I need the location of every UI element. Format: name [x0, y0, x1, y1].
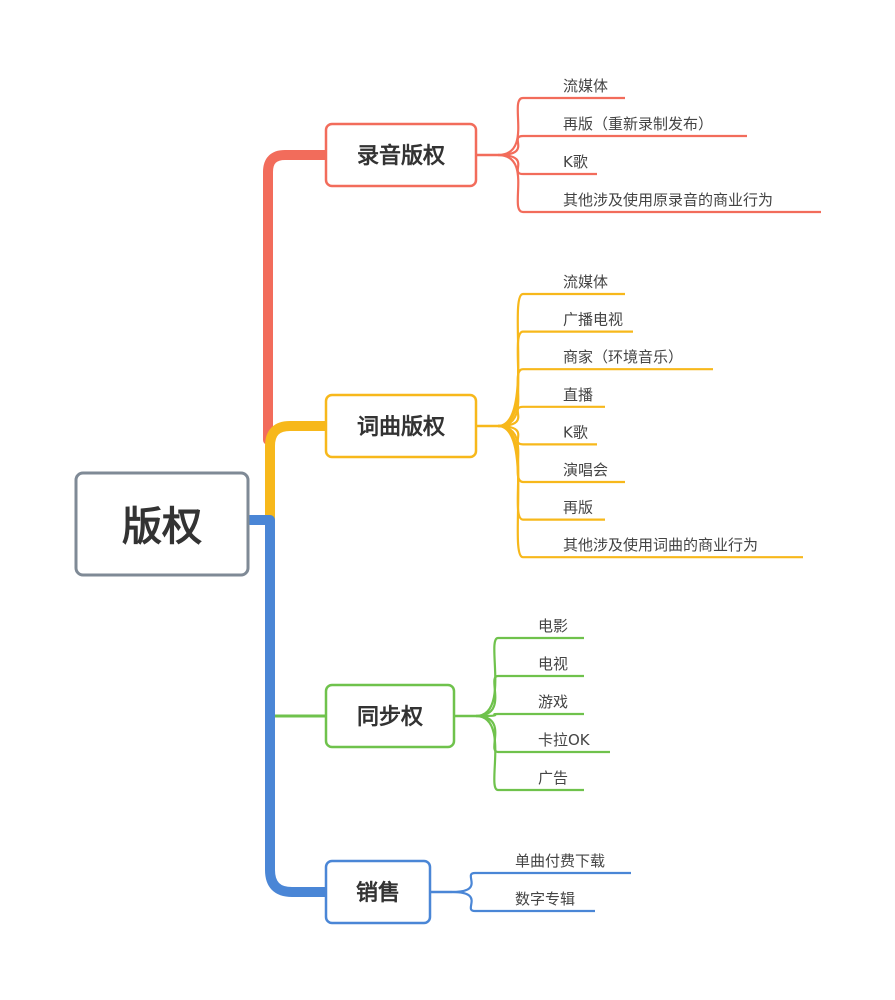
- leaf-connector: [451, 871, 631, 894]
- leaf-label: 流媒体: [563, 273, 608, 291]
- leaf-label: 广告: [538, 769, 568, 787]
- leaf-label: 电视: [538, 655, 568, 673]
- leaf-connector: [497, 153, 821, 214]
- branch-label: 销售: [356, 880, 400, 906]
- leaf-label: K歌: [563, 153, 588, 171]
- leaf-connector: [497, 424, 803, 559]
- trunk-recording: [263, 150, 331, 445]
- leaf-label: 演唱会: [563, 461, 608, 479]
- leaf-label: 直播: [563, 386, 593, 404]
- branch-label: 同步权: [357, 704, 424, 730]
- leaf-connector: [497, 368, 713, 428]
- leaf-label: 再版: [563, 499, 593, 517]
- leaf-connector: [475, 674, 584, 718]
- leaf-label: 数字专辑: [515, 890, 575, 908]
- leaf-connector: [497, 134, 747, 157]
- leaf-connector: [497, 424, 597, 446]
- leaf-connector: [475, 636, 584, 718]
- leaf-label: 卡拉OK: [538, 731, 591, 749]
- root-box: [74, 471, 250, 577]
- leaf-label: 再版（重新录制发布）: [563, 115, 713, 133]
- leaf-connector: [475, 712, 584, 718]
- branch-label: 词曲版权: [357, 414, 446, 440]
- leaf-label: 游戏: [538, 693, 568, 711]
- trunk-composition: [265, 421, 331, 525]
- leaf-connector: [451, 890, 595, 913]
- trunk-sales: [245, 515, 331, 897]
- leaf-connector: [497, 96, 625, 157]
- leaf-label: K歌: [563, 423, 588, 441]
- branches: 录音版权流媒体再版（重新录制发布）K歌其他涉及使用原录音的商业行为词曲版权流媒体…: [324, 77, 821, 925]
- leaf-connector: [497, 153, 597, 176]
- leaf-label: 其他涉及使用原录音的商业行为: [563, 191, 773, 209]
- branch-label: 录音版权: [357, 143, 446, 169]
- leaf-label: 单曲付费下载: [515, 852, 605, 870]
- connectors: [245, 150, 331, 897]
- leaf-label: 电影: [538, 617, 568, 635]
- leaf-connector: [475, 714, 584, 792]
- leaf-connector: [497, 405, 605, 428]
- leaf-label: 流媒体: [563, 77, 608, 95]
- leaf-label: 其他涉及使用词曲的商业行为: [563, 536, 758, 554]
- leaf-label: 广播电视: [563, 311, 623, 329]
- leaf-label: 商家（环境音乐）: [563, 348, 683, 366]
- root-label: 版权: [122, 504, 202, 550]
- root-node: 版权: [74, 471, 250, 577]
